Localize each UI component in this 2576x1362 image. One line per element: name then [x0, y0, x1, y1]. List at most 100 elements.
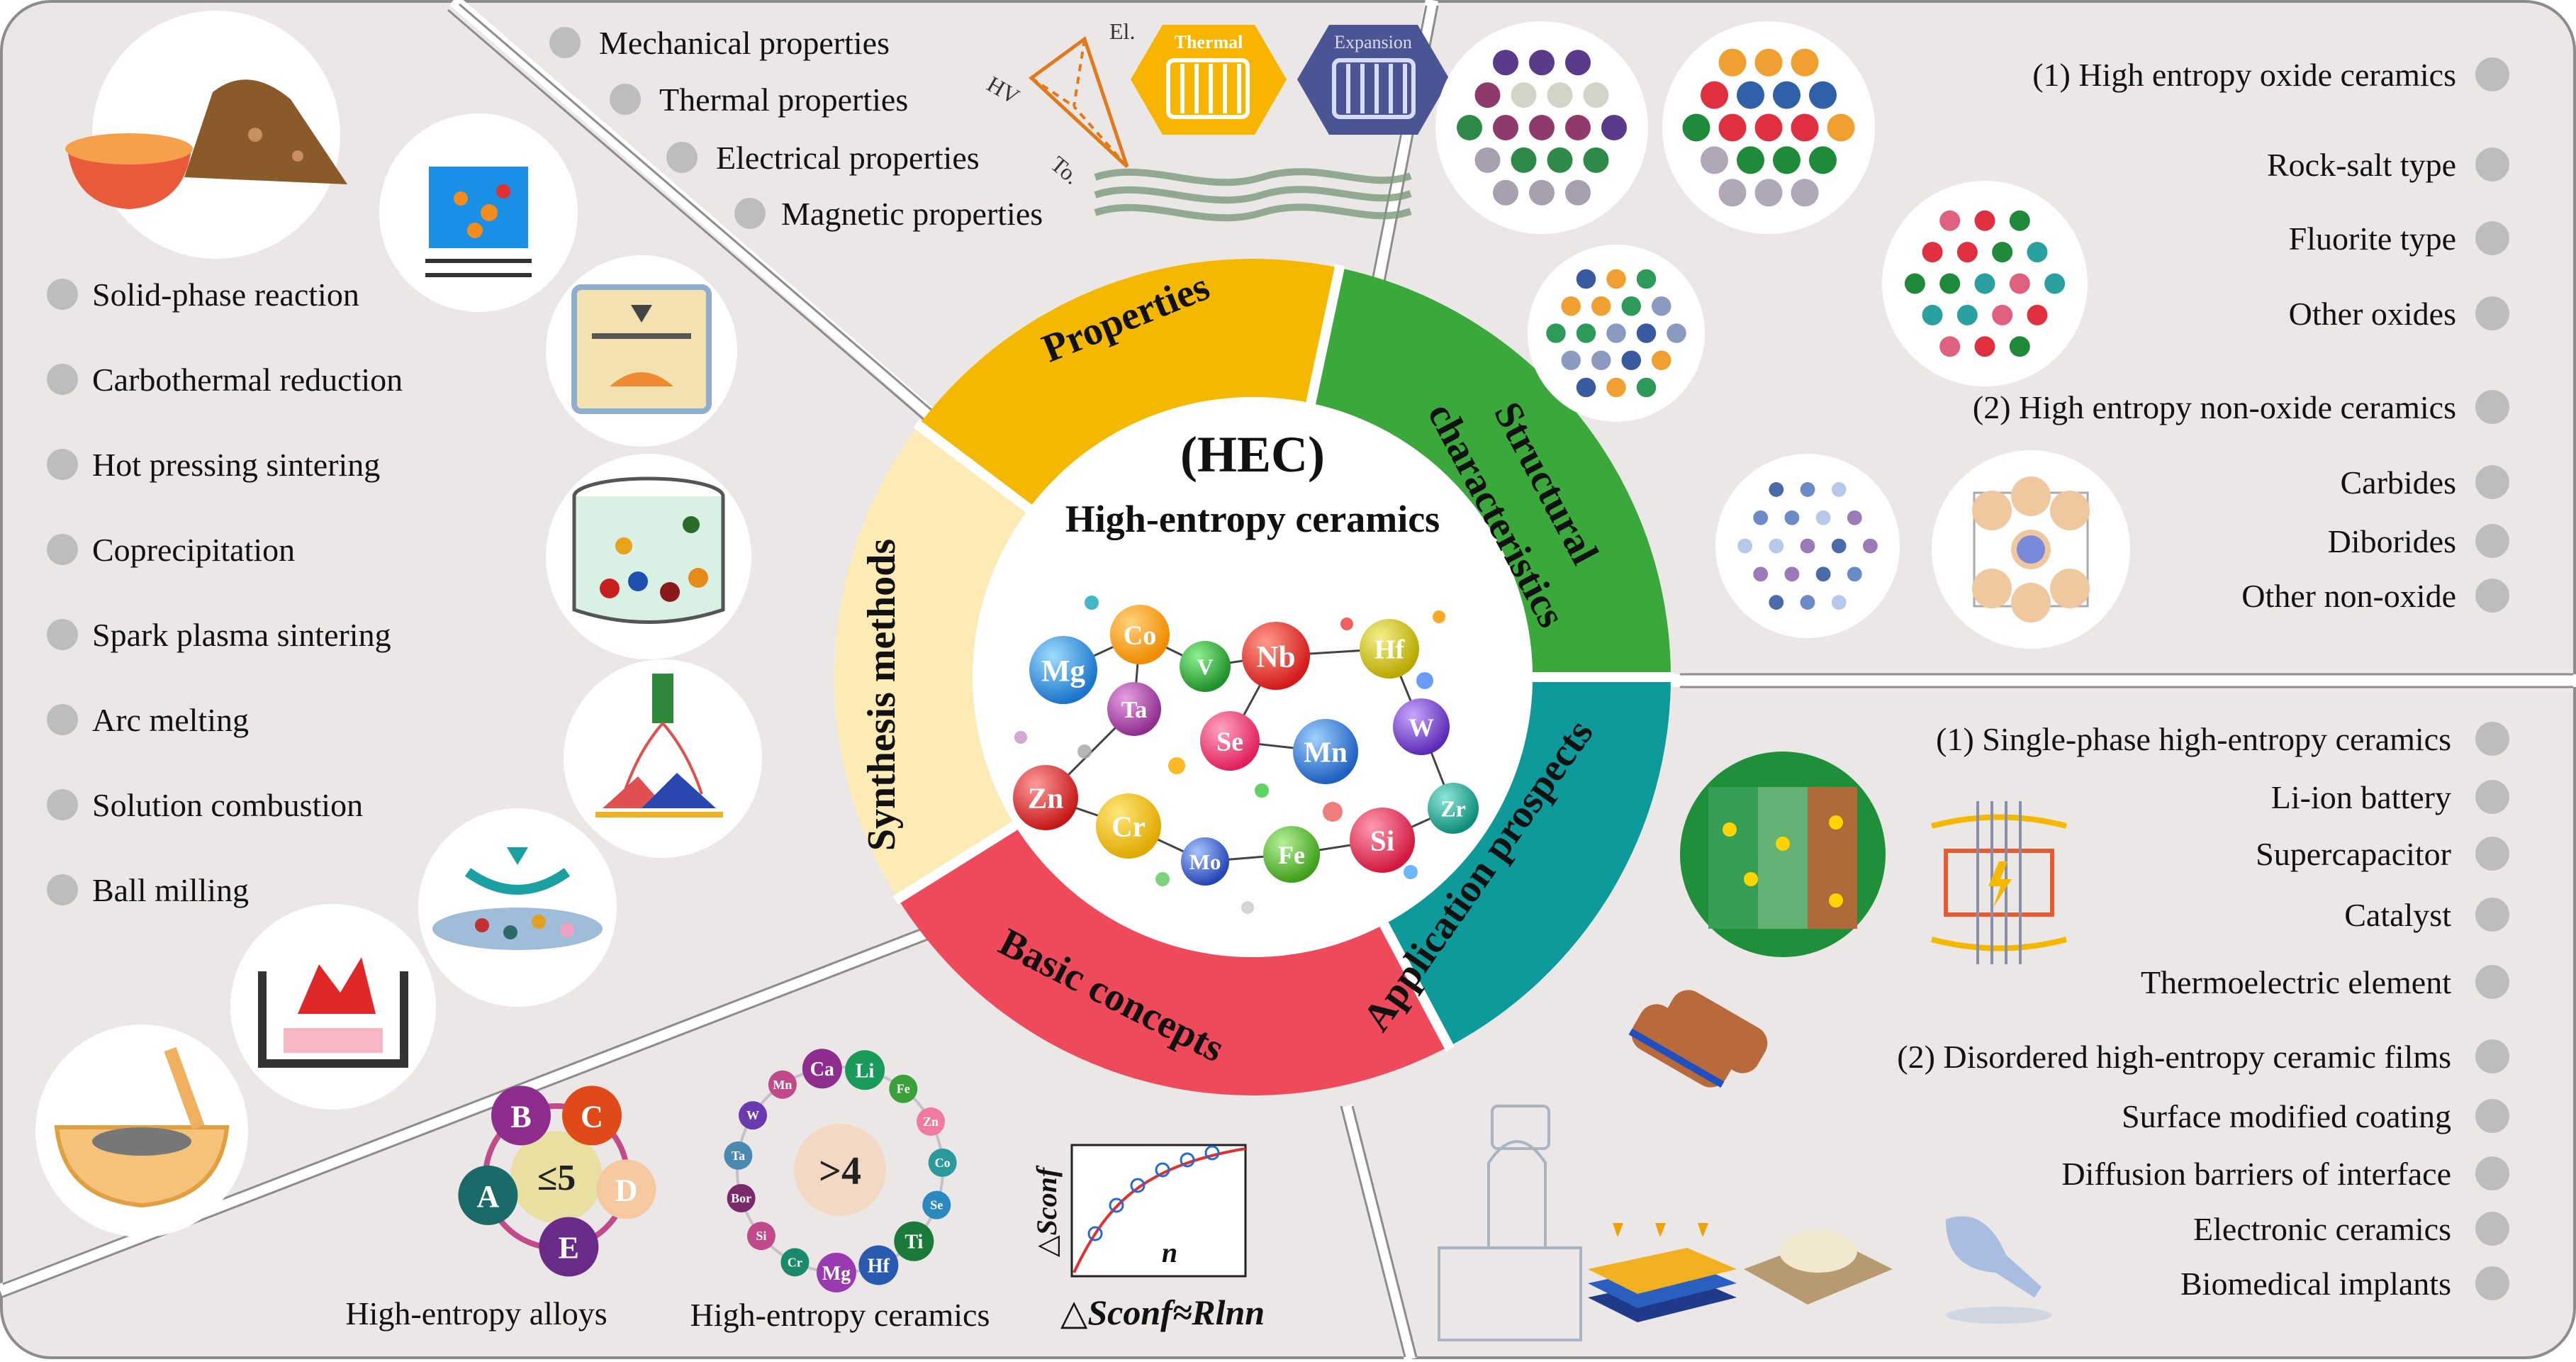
- element-symbol: Hf: [1374, 635, 1406, 664]
- element-symbol: W: [1409, 713, 1434, 742]
- svg-text:C: C: [581, 1099, 603, 1134]
- application-item-label: Thermoelectric element: [2141, 964, 2451, 1000]
- svg-text:Ti: Ti: [905, 1232, 923, 1254]
- svg-text:E: E: [559, 1230, 579, 1265]
- entropy-plot: △Sconf n: [1031, 1144, 1247, 1278]
- element-atom-zr: Zr: [1428, 783, 1479, 834]
- synthesis-item-label: Solid-phase reaction: [92, 277, 359, 313]
- bullet: [2475, 524, 2509, 558]
- element-symbol: Zn: [1028, 782, 1063, 815]
- plot-x-label: n: [1162, 1237, 1177, 1268]
- ceramics-label: High-entropy ceramics: [690, 1297, 990, 1333]
- ceramic-element-ta: Ta: [724, 1141, 753, 1170]
- bullet: [2475, 390, 2509, 424]
- triangle-label-el: El.: [1109, 18, 1135, 44]
- furnace-icon: [546, 255, 737, 447]
- center-abbr: (HEC): [1180, 426, 1325, 483]
- bullet: [2475, 147, 2509, 182]
- element-symbol: Si: [1370, 825, 1394, 857]
- ceramic-element-ca: Ca: [802, 1049, 842, 1089]
- bullet: [2475, 1039, 2509, 1073]
- thermal-label: Thermal: [1175, 32, 1243, 52]
- combustion-icon: [230, 904, 436, 1110]
- structural-item: Carbides: [2340, 464, 2509, 501]
- svg-text:Si: Si: [756, 1229, 766, 1243]
- ring-sector-basic: [897, 825, 1449, 1096]
- synthesis-item-label: Spark plasma sintering: [92, 617, 391, 653]
- bullet: [610, 84, 641, 115]
- atom-dot: [1014, 731, 1027, 744]
- structural-list: (1) High entropy oxide ceramicsRock-salt…: [1973, 57, 2509, 614]
- alloy-element-c: C: [562, 1085, 622, 1146]
- structural-item-label: Fluorite type: [2289, 221, 2456, 257]
- application-item: Thermoelectric element: [2141, 964, 2509, 1000]
- bullet: [47, 534, 78, 565]
- bullet: [2475, 837, 2509, 871]
- bullet: [2475, 1099, 2509, 1133]
- ceramic-element-fe: Fe: [889, 1074, 918, 1103]
- properties-list: Mechanical properties Thermal properties…: [549, 25, 1043, 232]
- spark-plasma-icon: [564, 659, 762, 858]
- element-atom-mn: Mn: [1293, 719, 1358, 784]
- structural-item: (2) High entropy non-oxide ceramics: [1973, 389, 2509, 425]
- bullet: [2475, 898, 2509, 932]
- ring-label-synthesis: Synthesis methods: [860, 539, 904, 851]
- structural-item-label: Other oxides: [2289, 296, 2456, 332]
- magnetic-waves-icon: [1094, 168, 1412, 222]
- application-item-label: Catalyst: [2344, 897, 2451, 933]
- application-item: Surface modified coating: [2122, 1098, 2509, 1134]
- crystal-structure-illustrations: [1435, 21, 2130, 649]
- application-panel: (1) Single-phase high-entropy ceramicsLi…: [1438, 721, 2509, 1341]
- supercapacitor-icon: [1930, 801, 2068, 964]
- ceramic-element-bor: Bor: [727, 1183, 756, 1212]
- element-atom-cr: Cr: [1096, 793, 1161, 859]
- bullet: [2475, 221, 2509, 255]
- ceramics-center-value: >4: [819, 1149, 861, 1193]
- structural-item-label: (2) High entropy non-oxide ceramics: [1973, 389, 2456, 425]
- element-atom-ta: Ta: [1107, 682, 1161, 736]
- svg-text:Mg: Mg: [822, 1263, 851, 1285]
- application-item-label: Surface modified coating: [2122, 1098, 2451, 1134]
- synthesis-item: Solution combustion: [47, 787, 363, 823]
- element-atom-fe: Fe: [1263, 826, 1320, 883]
- application-item-label: Diffusion barriers of interface: [2061, 1156, 2451, 1192]
- alloy-element-a: A: [458, 1165, 518, 1225]
- ceramic-element-co: Co: [928, 1148, 957, 1177]
- alloy-element-e: E: [539, 1217, 599, 1277]
- coprecipitation-vessel-icon: [546, 454, 751, 659]
- svg-text:Bor: Bor: [731, 1191, 751, 1205]
- powder-bowl-icon: [65, 11, 347, 259]
- ceramic-element-zn: Zn: [917, 1107, 946, 1136]
- crystal-fluorite-icon: [1662, 21, 1875, 234]
- application-list: (1) Single-phase high-entropy ceramicsLi…: [1897, 721, 2509, 1302]
- structural-item: Rock-salt type: [2267, 147, 2509, 183]
- beaker-icon: [379, 113, 578, 312]
- properties-item-mechanical: Mechanical properties: [599, 25, 890, 61]
- synthesis-item: Spark plasma sintering: [47, 617, 391, 653]
- element-symbol: Co: [1124, 620, 1156, 650]
- crystal-rocksalt-icon: [1435, 21, 1648, 234]
- svg-text:Fe: Fe: [897, 1082, 910, 1096]
- bullet: [47, 874, 78, 905]
- svg-text:Se: Se: [930, 1198, 943, 1212]
- element-symbol: Mg: [1041, 654, 1086, 688]
- bullet: [2475, 1212, 2509, 1246]
- element-atom-se: Se: [1200, 711, 1260, 771]
- element-symbol: Cr: [1111, 810, 1146, 843]
- bullet: [2475, 722, 2509, 756]
- application-item: (2) Disordered high-entropy ceramic film…: [1897, 1039, 2509, 1075]
- center-title: High-entropy ceramics: [1065, 498, 1440, 540]
- crystal-carbide-icon: [1715, 454, 1900, 638]
- element-symbol: Ta: [1121, 697, 1148, 723]
- bullet: [2475, 1266, 2509, 1300]
- center-ring: [834, 259, 1674, 1096]
- structural-item: Other non-oxide: [2241, 578, 2509, 614]
- plot-y-label: △Sconf: [1031, 1165, 1063, 1257]
- synthesis-item-label: Ball milling: [92, 872, 249, 908]
- element-symbol: Se: [1216, 727, 1243, 757]
- atom-dot: [1323, 802, 1343, 822]
- crystal-other-oxide-icon: [1882, 181, 2088, 386]
